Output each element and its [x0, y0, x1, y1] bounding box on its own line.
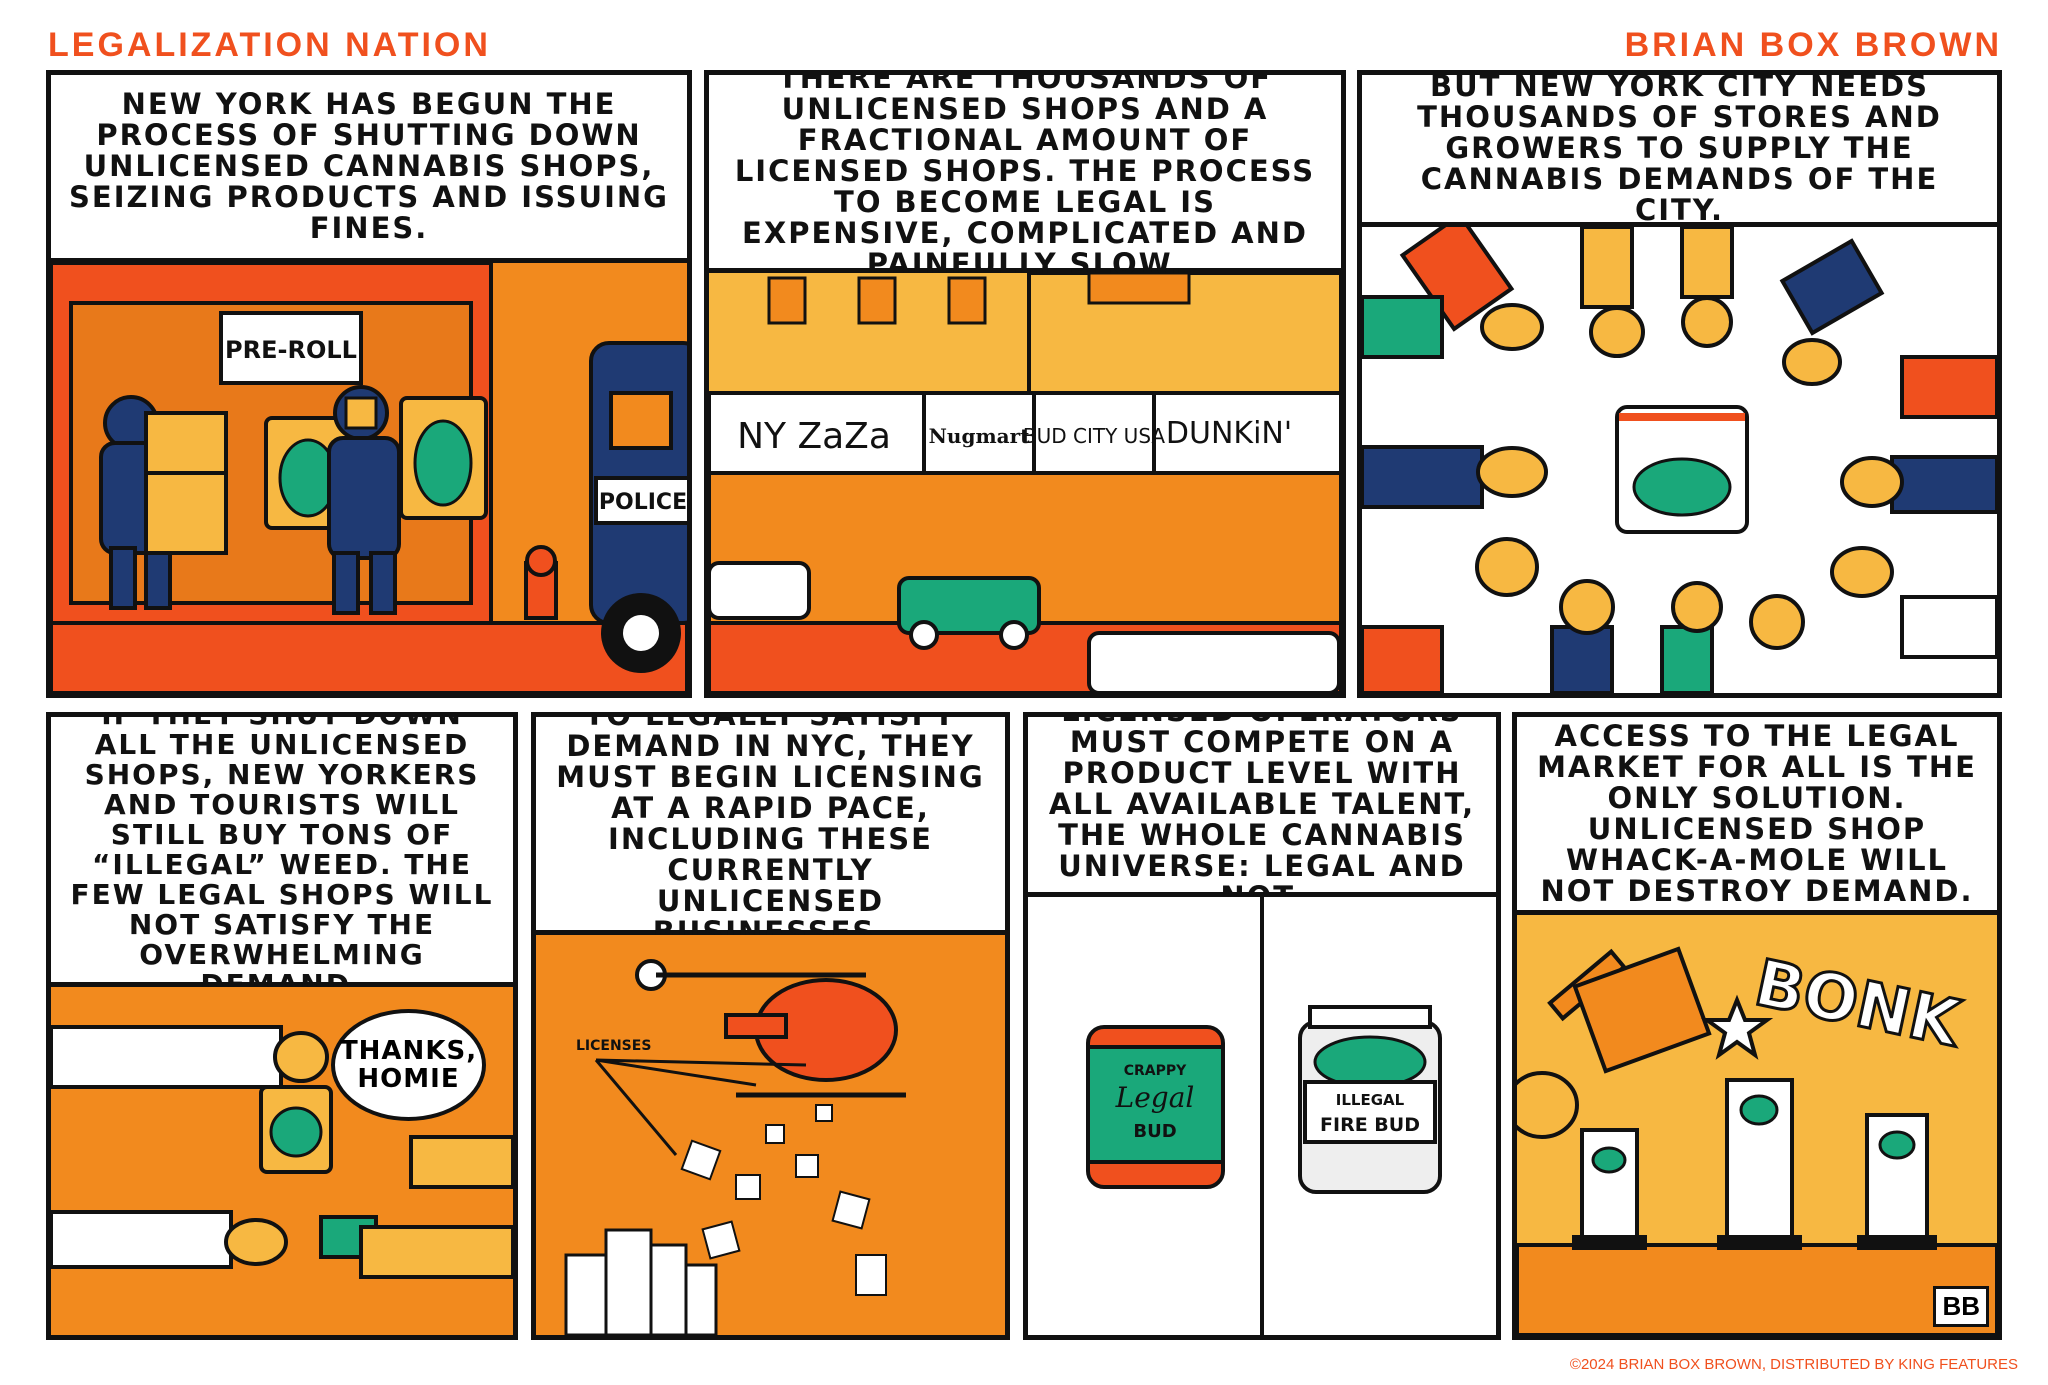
- jar-right-line2: FIRE BUD: [1320, 1114, 1420, 1136]
- artist-signature: BB: [1933, 1286, 1989, 1327]
- panel-7-art: BONK: [1517, 915, 1997, 1335]
- panel-2: THERE ARE THOUSANDS OF UNLICENSED SHOPS …: [704, 70, 1346, 698]
- jar-right-line1: ILLEGAL: [1336, 1091, 1405, 1109]
- comic-title: LEGALIZATION NATION: [48, 26, 491, 64]
- panel-5: TO LEGALLY SATISFY DEMAND IN NYC, THEY M…: [531, 712, 1010, 1340]
- store-nyzaza: NY ZaZa: [737, 416, 891, 457]
- thanks-homie-bubble: THANKS, HOMIE: [331, 1009, 486, 1121]
- panel-4: IF THEY SHUT DOWN ALL THE UNLICENSED SHO…: [46, 712, 518, 1340]
- panel-6-caption: LICENSED OPERATORS MUST COMPETE ON A PRO…: [1028, 717, 1496, 913]
- panel-6-art: CRAPPY Legal BUD ILLEGAL FIRE BUD: [1028, 897, 1496, 1335]
- panel-5-art: LICENSES: [536, 935, 1005, 1335]
- panel-7: ACCESS TO THE LEGAL MARKET FOR ALL IS TH…: [1512, 712, 2002, 1340]
- panel-3-art: [1362, 227, 1997, 693]
- panel-2-art: NY ZaZa Nugmart BUD CITY USA DUNKiN': [709, 273, 1341, 693]
- store-budcity: BUD CITY USA: [1023, 424, 1165, 448]
- preroll-sign: PRE-ROLL: [225, 336, 357, 364]
- comic-author: BRIAN BOX BROWN: [1624, 26, 2002, 64]
- panel-2-caption: THERE ARE THOUSANDS OF UNLICENSED SHOPS …: [709, 75, 1341, 280]
- panel-4-caption: IF THEY SHUT DOWN ALL THE UNLICENSED SHO…: [51, 717, 513, 999]
- panel-6: LICENSED OPERATORS MUST COMPETE ON A PRO…: [1023, 712, 1501, 1340]
- jar-left-line1: CRAPPY: [1124, 1063, 1187, 1079]
- licenses-label: LICENSES: [576, 1038, 651, 1054]
- jar-left-line2: Legal: [1115, 1081, 1195, 1114]
- panel-3-caption: BUT NEW YORK CITY NEEDS THOUSANDS OF STO…: [1362, 75, 1997, 227]
- store-nugmart: Nugmart: [929, 424, 1030, 448]
- panel-7-caption: ACCESS TO THE LEGAL MARKET FOR ALL IS TH…: [1517, 717, 1997, 915]
- panel-1: NEW YORK HAS BEGUN THE PROCESS OF SHUTTI…: [46, 70, 692, 698]
- jar-left-line3: BUD: [1133, 1121, 1176, 1142]
- store-dunkin: DUNKiN': [1166, 416, 1292, 451]
- panel-5-caption: TO LEGALLY SATISFY DEMAND IN NYC, THEY M…: [536, 717, 1005, 947]
- panel-1-caption: NEW YORK HAS BEGUN THE PROCESS OF SHUTTI…: [51, 75, 687, 263]
- panel-3: BUT NEW YORK CITY NEEDS THOUSANDS OF STO…: [1357, 70, 2002, 698]
- panel-1-art: PRE-ROLL POL: [51, 263, 687, 693]
- police-label: POLICE: [599, 490, 687, 515]
- copyright-credit: ©2024 BRIAN BOX BROWN, DISTRIBUTED BY KI…: [1569, 1356, 2018, 1373]
